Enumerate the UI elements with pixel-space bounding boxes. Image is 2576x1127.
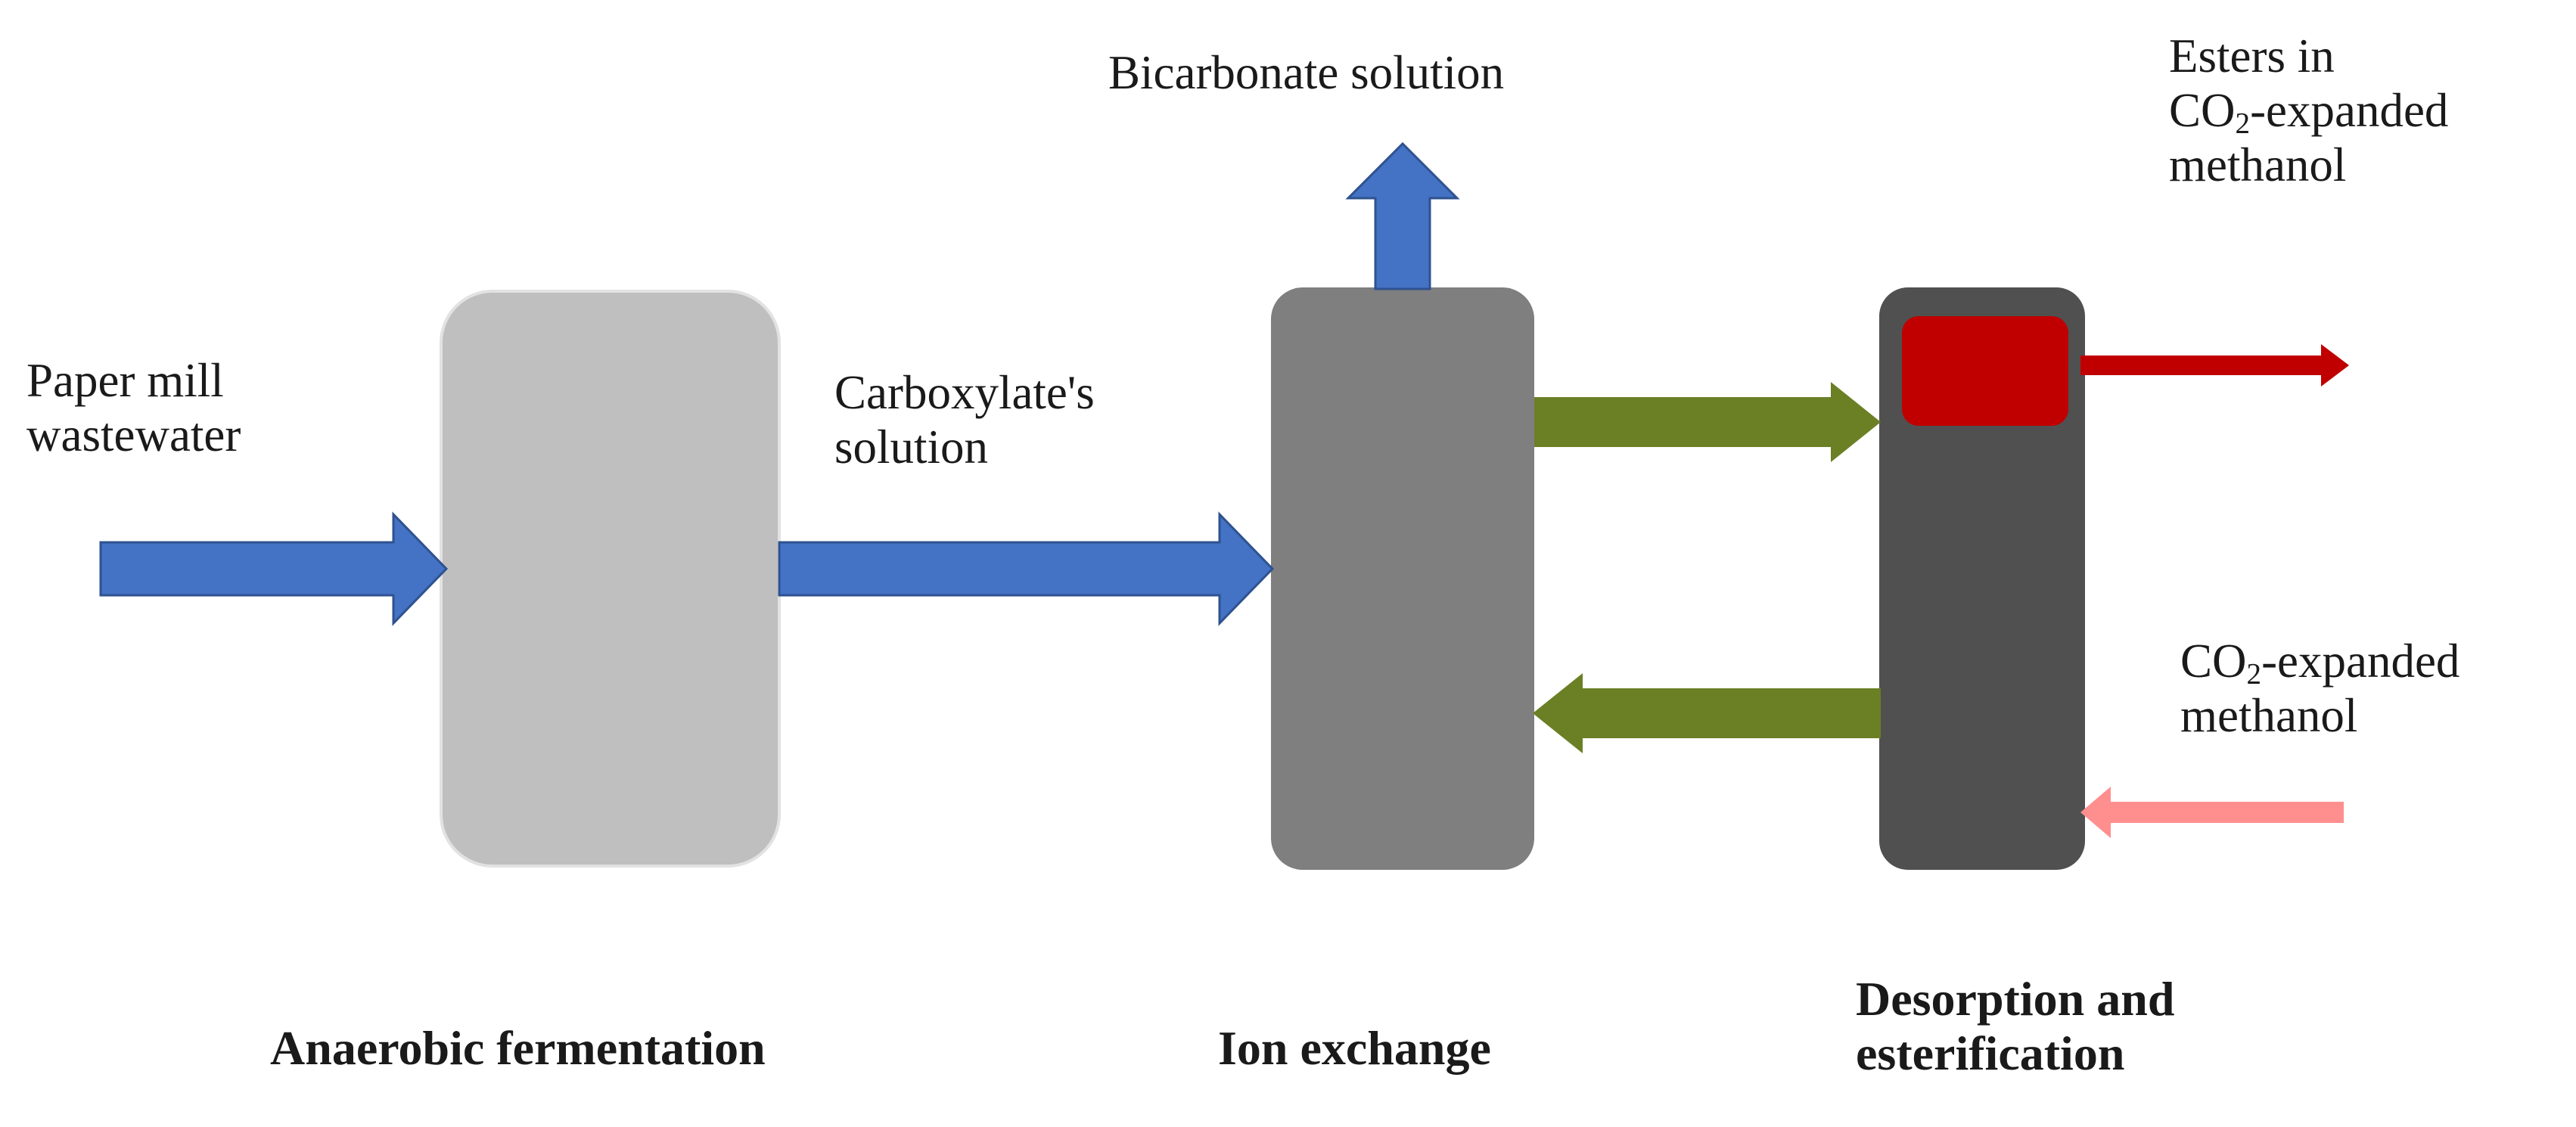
anaerobic-fermentation-unit: [440, 290, 781, 868]
bicarbonate-output-arrow: [1345, 141, 1460, 290]
methanol-label: CO2-expanded methanol: [2180, 634, 2459, 743]
bicarbonate-label: Bicarbonate solution: [1108, 46, 1505, 99]
carboxylate-label-line2: solution: [834, 421, 989, 473]
carboxylate-solution-arrow: [778, 511, 1275, 626]
methanol-inlet-arrow: [2080, 787, 2344, 838]
methanol-label-line2: methanol: [2180, 689, 2358, 742]
resin-to-esterification-arrow: [1534, 382, 1881, 462]
esters-label-line2: CO2-expanded: [2169, 84, 2449, 140]
esterification-column: [1879, 287, 2085, 870]
esters-label-line1: Esters in: [2169, 29, 2335, 82]
resin-return-arrow: [1533, 673, 1881, 753]
fermentation-unit-label: Anaerobic fermentation: [270, 1021, 766, 1075]
wastewater-label: Paper mill wastewater: [26, 353, 241, 462]
ester-product-zone: [1902, 316, 2068, 426]
carboxylate-label-line1: Carboxylate's: [834, 366, 1095, 419]
carboxylate-label: Carboxylate's solution: [834, 365, 1095, 474]
ion-exchange-unit-label: Ion exchange: [1218, 1021, 1491, 1075]
methanol-label-line1: CO2-expanded: [2180, 635, 2460, 691]
esterification-unit-label-line1: Desorption and: [1856, 972, 2175, 1026]
esters-label-line3: methanol: [2169, 138, 2347, 191]
ester-product-arrow: [2080, 344, 2349, 387]
wastewater-feed-arrow: [99, 511, 449, 626]
ion-exchange-column: [1271, 287, 1534, 870]
esterification-unit-label: Desorption and esterification: [1856, 972, 2174, 1081]
wastewater-label-line2: wastewater: [26, 408, 241, 461]
esters-label: Esters in CO2-expanded methanol: [2169, 29, 2448, 192]
wastewater-label-line1: Paper mill: [26, 354, 224, 407]
esterification-unit-label-line2: esterification: [1856, 1026, 2125, 1080]
